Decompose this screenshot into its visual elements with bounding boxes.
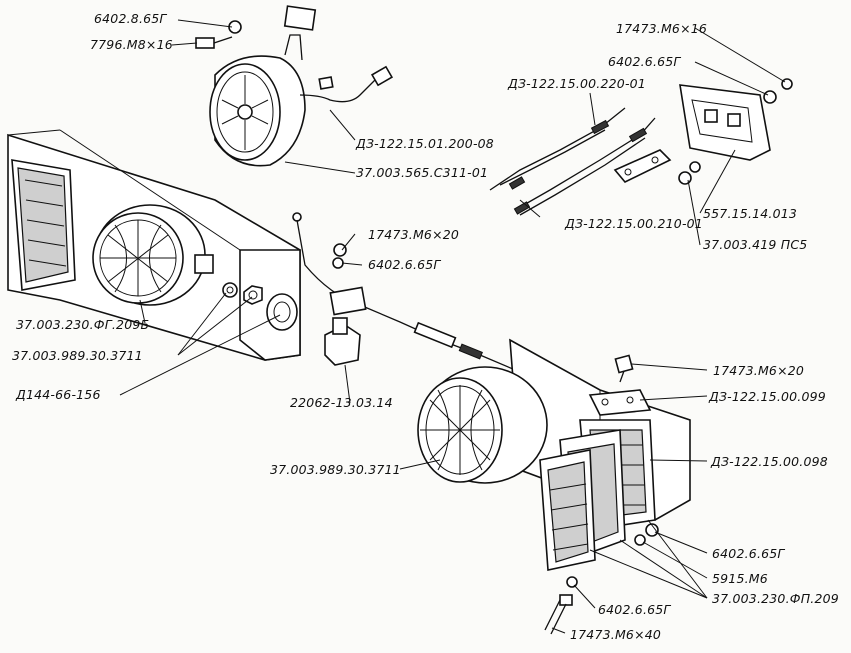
label-37-003-419-pc5: 37.003.419 ПС5 xyxy=(703,237,808,252)
label-37-003-230-fg209b: 37.003.230.ФГ.209Б xyxy=(16,317,150,332)
connector-block xyxy=(679,78,793,161)
label-6402-6-65g-bottom: 6402.6.65Г xyxy=(598,602,671,617)
label-37-003-989-30-3711-left: 37.003.989.30.3711 xyxy=(12,348,143,363)
label-d3-122-15-01-200-08: ДЗ-122.15.01.200-08 xyxy=(356,136,494,151)
top-round-lamp xyxy=(195,5,317,167)
right-harness-wires xyxy=(489,107,656,216)
label-d144-66-156: Д144-66-156 xyxy=(16,387,101,402)
label-7796-m8x16: 7796.М8×16 xyxy=(90,37,173,52)
middle-cable xyxy=(292,212,521,373)
label-17473-m6x20-right: 17473.М6×20 xyxy=(713,363,805,378)
right-rear-lamp-assembly xyxy=(539,389,656,571)
label-17473-m6x20-mid: 17473.М6×20 xyxy=(368,227,460,242)
right-fasteners xyxy=(544,354,659,635)
label-17473-m6x40: 17473.М6×40 xyxy=(570,627,662,642)
label-22062-13-03-14: 22062-13.03.14 xyxy=(290,395,393,410)
label-6402-8-65g-top: 6402.8.65Г xyxy=(94,11,167,26)
label-37-003-230-fp209: 37.003.230.ФП.209 xyxy=(712,591,839,606)
relay-bracket xyxy=(613,149,701,185)
label-6402-6-65g-bottom-right: 6402.6.65Г xyxy=(712,546,785,561)
label-37-003-565-c311-01: 37.003.565.С311-01 xyxy=(356,165,489,180)
label-37-003-989-30-3711-mid: 37.003.989.30.3711 xyxy=(270,462,401,477)
label-17473-m6x16: 17473.М6×16 xyxy=(616,21,708,36)
top-lamp-wire xyxy=(299,65,394,103)
left-headlamp xyxy=(92,204,214,306)
label-6402-6-65g-right: 6402.6.65Г xyxy=(608,54,681,69)
right-headlamp xyxy=(417,366,548,484)
label-557-15-14-013: 557.15.14.013 xyxy=(703,206,798,221)
label-d3-122-15-00-210-01: ДЗ-122.15.00.210-01 xyxy=(565,216,703,231)
label-d3-122-15-00-098: ДЗ-122.15.00.098 xyxy=(711,454,828,469)
leader-lines xyxy=(119,19,786,634)
label-d3-122-15-00-220-01: ДЗ-122.15.00.220-01 xyxy=(508,76,646,91)
label-6402-6-65g-mid: 6402.6.65Г xyxy=(368,257,441,272)
left-rear-lamp-lens xyxy=(11,159,76,291)
label-d3-122-15-00-099: ДЗ-122.15.00.099 xyxy=(709,389,826,404)
label-5915-m6: 5915.М6 xyxy=(712,571,768,586)
